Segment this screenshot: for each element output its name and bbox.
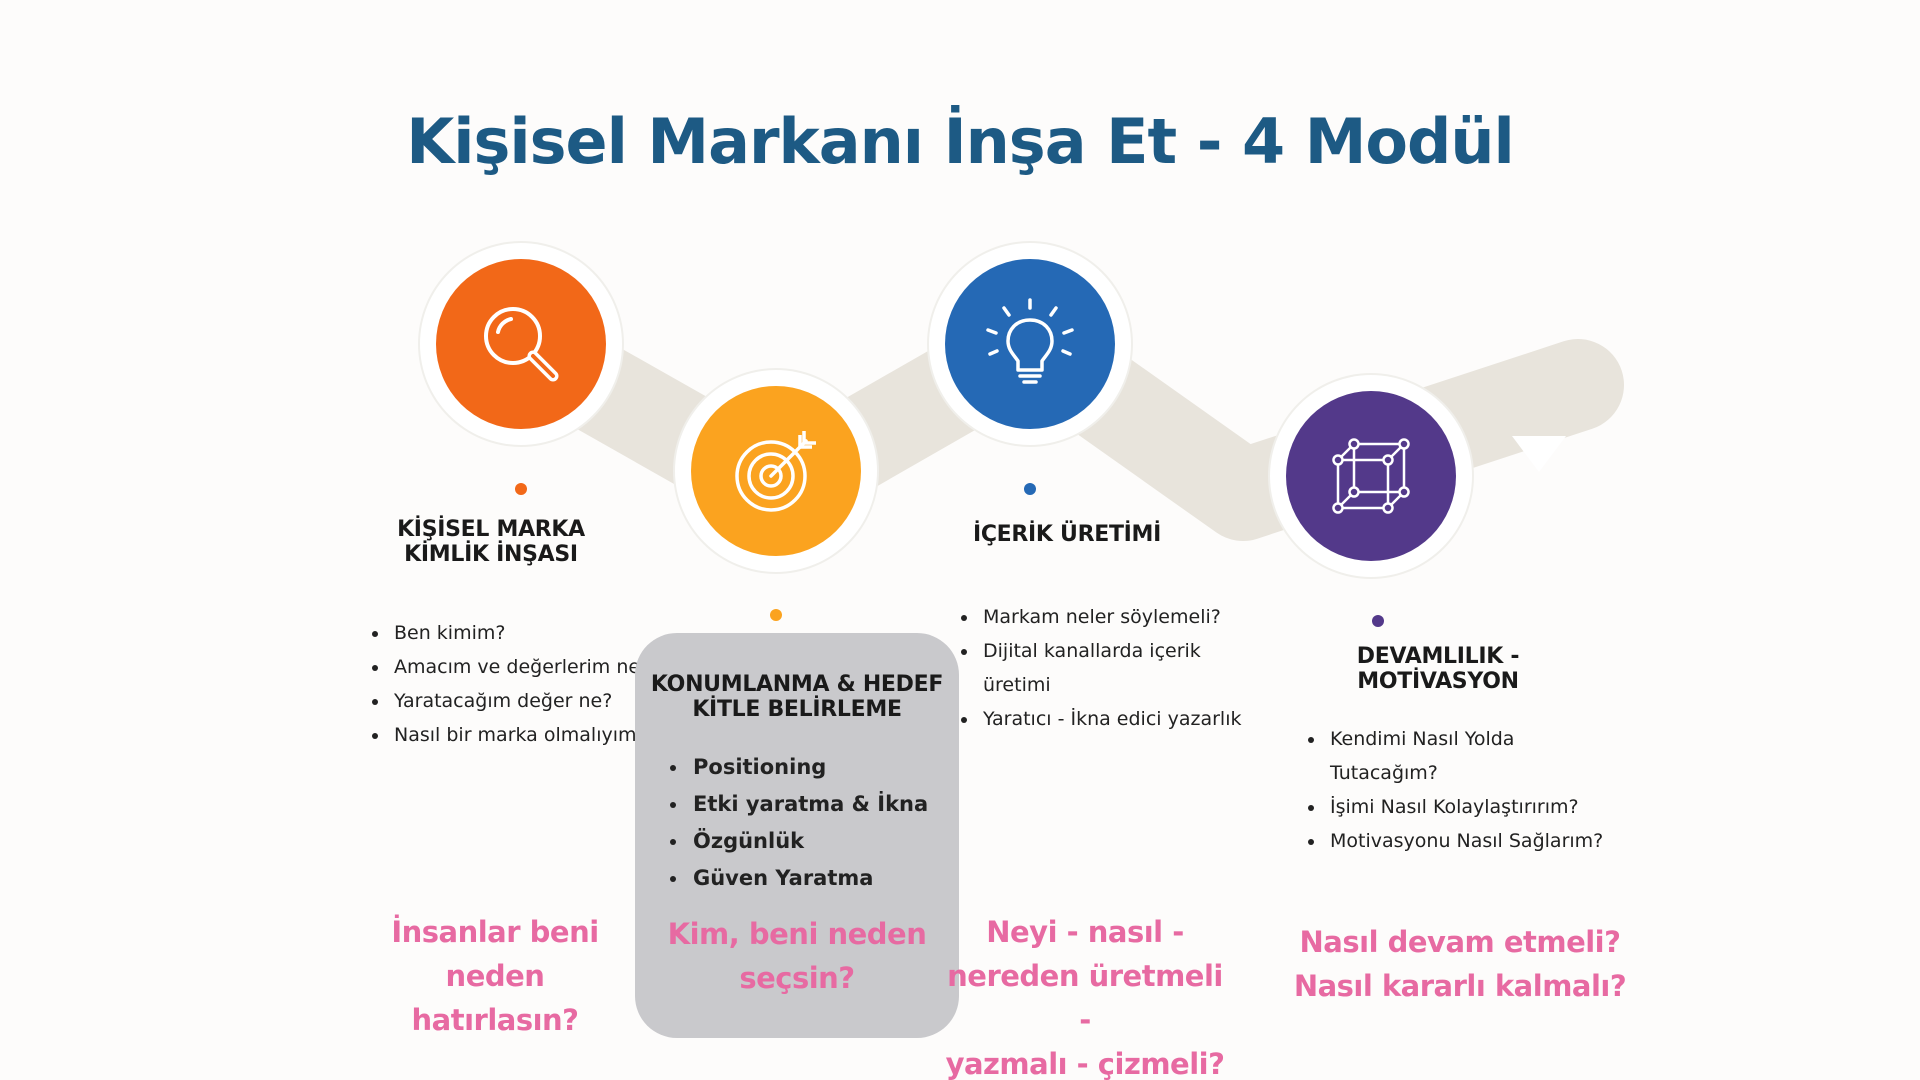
module-4-circle (1286, 391, 1456, 561)
module-2-circle (691, 386, 861, 556)
module-4-heading: DEVAMLILIK -MOTİVASYON (1356, 644, 1520, 694)
list-item: Kendimi Nasıl Yolda (1326, 722, 1603, 756)
list-item: Positioning (689, 749, 928, 786)
module-4-bullets: Kendimi Nasıl Yolda Tutacağım? İşimi Nas… (1304, 722, 1603, 858)
module-2-question: Kim, beni neden seçsin? (667, 917, 927, 995)
list-item: Ben kimim? (390, 616, 650, 650)
target-icon (735, 431, 816, 512)
page-title: Kişisel Markanı İnşa Et - 4 Modül (406, 105, 1515, 178)
module-3-question: Neyi - nasıl - nereden üretmeli - yazmal… (945, 915, 1225, 1080)
list-item: Dijital kanallarda içerik (979, 634, 1241, 668)
module-1-bullets: Ben kimim? Amacım ve değerlerim ne? Yara… (368, 616, 650, 752)
module-1-heading: KİŞİSEL MARKA KİMLİK İNŞASI (397, 517, 585, 567)
list-item: Özgünlük (689, 823, 928, 860)
path-arrow-icon (1512, 436, 1566, 472)
lightbulb-icon (986, 298, 1074, 384)
list-item: Markam neler söylemeli? (979, 600, 1241, 634)
list-item: Tutacağım? (1330, 762, 1438, 784)
list-item: Motivasyonu Nasıl Sağlarım? (1326, 824, 1603, 858)
module-3-heading: İÇERİK ÜRETİMİ (972, 522, 1162, 547)
module-2-dot (770, 609, 782, 621)
cube-icon (1332, 438, 1410, 514)
list-item: Yaratacağım değer ne? (390, 684, 650, 718)
highlight-box (635, 633, 959, 1038)
module-4-dot (1372, 615, 1384, 627)
magnifier-icon (484, 307, 559, 382)
module-2-heading: KONUMLANMA & HEDEF KİTLE BELİRLEME (650, 672, 944, 722)
list-item: Güven Yaratma (689, 860, 928, 897)
module-3-dot (1024, 483, 1036, 495)
module-3-circle (945, 259, 1115, 429)
list-item: Etki yaratma & İkna (689, 786, 928, 823)
module-1-circle (436, 259, 606, 429)
module-1-dot (515, 483, 527, 495)
module-3-bullets: Markam neler söylemeli? Dijital kanallar… (957, 600, 1241, 736)
module-1-question: İnsanlar beni neden hatırlasın? (391, 915, 599, 1037)
list-item: Nasıl bir marka olmalıyım? (390, 718, 650, 752)
module-4-question: Nasıl devam etmeli? Nasıl kararlı kalmal… (1293, 925, 1627, 1003)
list-item: Yaratıcı - İkna edici yazarlık (979, 702, 1241, 736)
list-item: üretimi (983, 674, 1051, 696)
list-item: İşimi Nasıl Kolaylaştırırım? (1326, 790, 1603, 824)
list-item: Amacım ve değerlerim ne? (390, 650, 650, 684)
module-2-bullets: Positioning Etki yaratma & İkna Özgünlük… (667, 749, 928, 897)
